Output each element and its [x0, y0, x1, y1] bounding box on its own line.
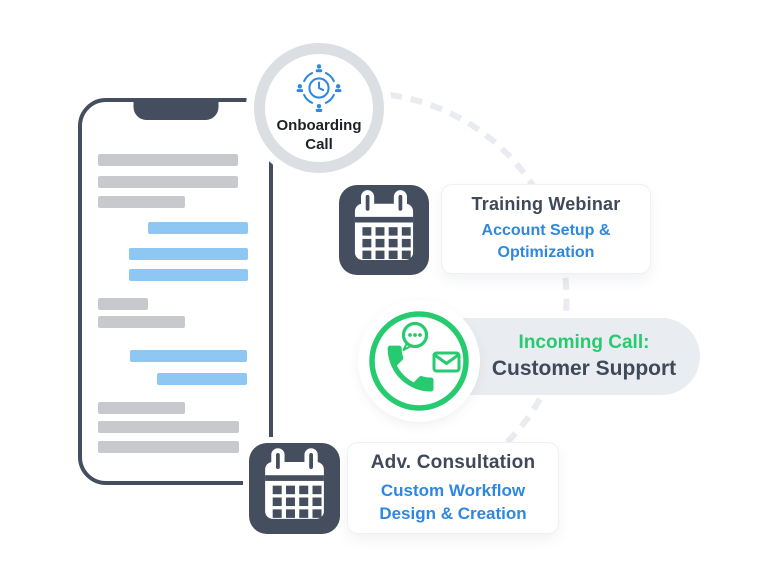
- email-icon: [432, 351, 461, 373]
- chat-message-bar: [129, 248, 248, 260]
- chat-message-bar: [98, 154, 238, 166]
- onboarding-call-badge: Onboarding Call: [254, 43, 384, 173]
- chat-message-bar: [98, 441, 239, 453]
- chat-message-bar: [98, 402, 185, 414]
- onboarding-call-label: Onboarding Call: [276, 117, 362, 153]
- incoming-call-subtitle: Customer Support: [491, 357, 677, 380]
- training-webinar-subtitle: Account Setup & Optimization: [481, 222, 611, 261]
- chat-message-bar: [98, 421, 239, 433]
- chat-message-bar: [98, 316, 185, 328]
- phone-mockup: [78, 98, 273, 485]
- chat-message-bar: [98, 298, 148, 310]
- calendar-glyph: [354, 190, 414, 260]
- chat-message-bar: [98, 196, 185, 208]
- chat-message-bar: [157, 373, 247, 385]
- adv-consultation-title: Adv. Consultation: [370, 451, 536, 473]
- phone-screen: [82, 102, 269, 481]
- adv-consultation-subtitle: Custom Workflow Design & Creation: [379, 480, 527, 523]
- adv-consultation-card: Adv. Consultation Custom Workflow Design…: [348, 443, 558, 533]
- chat-message-bar: [129, 269, 248, 281]
- training-webinar-title: Training Webinar: [471, 194, 621, 214]
- chat-message-bar: [148, 222, 248, 234]
- calendar-glyph: [265, 448, 324, 519]
- incoming-call-icon-badge: [360, 302, 478, 420]
- calendar-icon: [249, 443, 340, 534]
- chat-message-bar: [98, 176, 238, 188]
- phone-notch: [133, 101, 218, 120]
- chat-bubble-icon: [401, 321, 429, 351]
- phone-chat-email-icon: [361, 303, 477, 419]
- calendar-icon: [339, 185, 429, 275]
- training-webinar-card: Training Webinar Account Setup & Optimiz…: [442, 185, 650, 273]
- chat-message-bar: [130, 350, 247, 362]
- team-meeting-clock-icon: [296, 64, 342, 112]
- incoming-call-title: Incoming Call:: [518, 332, 650, 353]
